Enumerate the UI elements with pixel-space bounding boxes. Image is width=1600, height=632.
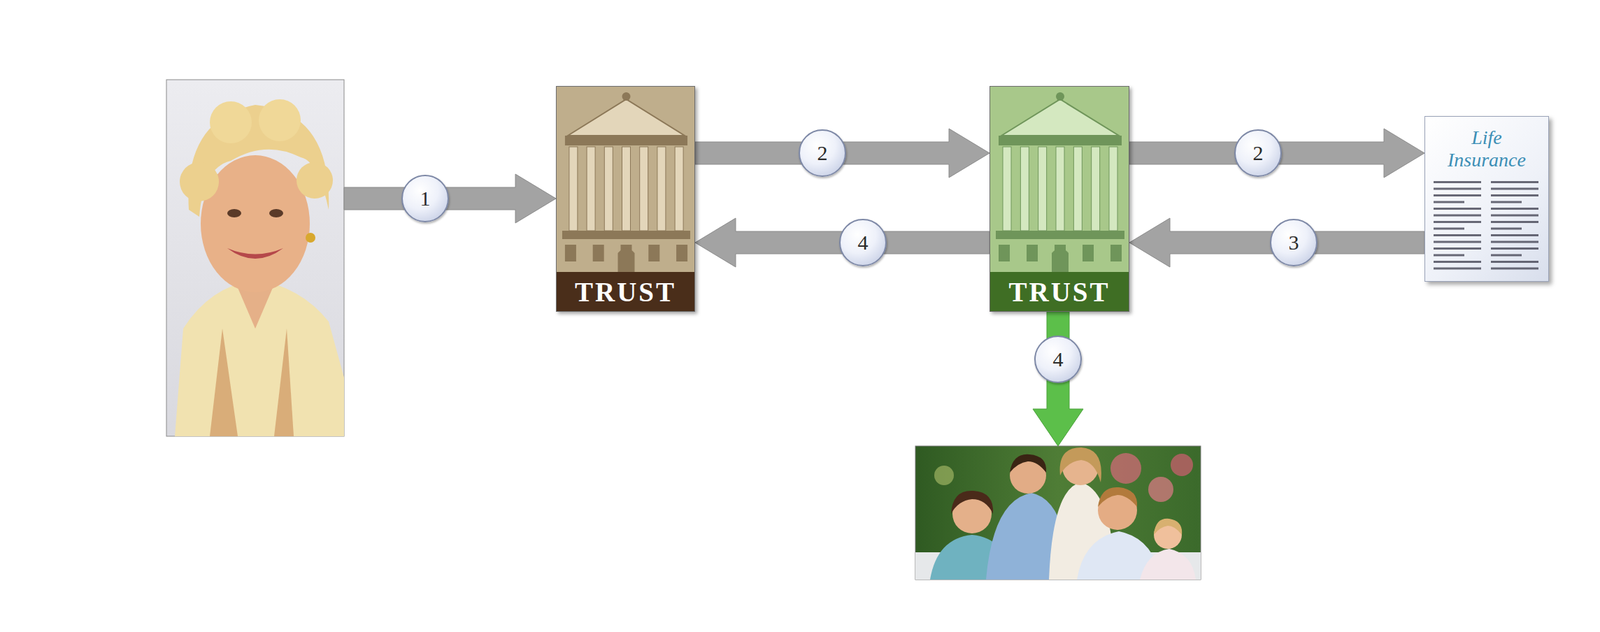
body-line <box>1490 194 1539 197</box>
callout-text: 4 <box>1053 347 1064 372</box>
flow-arrow <box>1129 128 1425 178</box>
body-line <box>1433 227 1465 231</box>
column <box>622 146 631 231</box>
body-line <box>1433 181 1482 184</box>
body-line <box>1490 227 1522 231</box>
trust-box: TRUST <box>555 86 696 312</box>
building-bg <box>990 86 1130 312</box>
column <box>639 146 649 231</box>
column <box>586 146 596 231</box>
window <box>676 244 688 262</box>
column <box>1038 146 1047 231</box>
callout-text: 2 <box>817 141 828 166</box>
column <box>1091 146 1100 231</box>
trust-box: TRUST <box>989 86 1130 312</box>
body-line <box>1433 247 1482 250</box>
body-line <box>1490 220 1539 224</box>
window <box>565 244 577 262</box>
window <box>648 244 660 262</box>
document-title: Life Insurance <box>1437 126 1536 172</box>
body-line <box>1433 241 1482 244</box>
door <box>618 248 635 273</box>
statue <box>622 92 631 101</box>
body-line <box>1490 207 1539 210</box>
body-line <box>1490 214 1539 217</box>
flow-arrow-green <box>1032 311 1084 447</box>
flow-arrow <box>695 128 990 178</box>
column <box>569 146 578 231</box>
callout-text: 1 <box>420 186 431 211</box>
body-line <box>1433 201 1465 204</box>
title-band: TRUST <box>990 272 1129 312</box>
column <box>657 146 666 231</box>
flow-arrow <box>695 218 990 268</box>
trust-label: TRUST <box>574 276 677 308</box>
window <box>1110 244 1122 262</box>
window <box>1026 244 1038 262</box>
body-line <box>1490 247 1539 250</box>
callout-number: 2 <box>1234 129 1282 177</box>
callout-number: 1 <box>401 174 449 223</box>
body-line <box>1433 260 1482 263</box>
family-photo <box>915 446 1201 580</box>
column <box>1109 146 1118 231</box>
body-line <box>1433 254 1465 257</box>
body-line <box>1433 188 1482 191</box>
base <box>995 230 1125 240</box>
column <box>674 146 684 231</box>
body-line <box>1490 201 1522 204</box>
window <box>593 244 605 262</box>
pediment <box>1001 99 1119 136</box>
title-band: TRUST <box>556 272 695 312</box>
callout-number: 4 <box>839 218 887 267</box>
body-line <box>1433 234 1482 237</box>
callout-number: 4 <box>1034 335 1082 384</box>
column <box>1055 146 1065 231</box>
column <box>604 146 613 231</box>
body-line <box>1490 254 1522 257</box>
body-line <box>1490 188 1539 191</box>
window <box>998 244 1010 262</box>
callout-text: 2 <box>1253 141 1264 166</box>
body-line <box>1490 241 1539 244</box>
callout-text: 4 <box>858 230 869 255</box>
flow-arrow <box>1129 218 1425 268</box>
callout-text: 3 <box>1288 230 1300 255</box>
body-line <box>1490 234 1539 237</box>
column <box>1002 146 1012 231</box>
body-line <box>1433 194 1482 197</box>
body-line <box>1490 267 1539 270</box>
body-line <box>1433 207 1482 210</box>
flow-arrow <box>344 174 556 224</box>
statue <box>1055 92 1065 101</box>
callout-number: 2 <box>798 129 847 177</box>
document-box: Life Insurance <box>1424 116 1549 282</box>
entablature <box>998 135 1122 146</box>
woman-photo <box>166 79 345 437</box>
base <box>562 230 691 240</box>
column <box>1073 146 1082 231</box>
body-line <box>1433 220 1482 224</box>
entablature <box>565 135 688 146</box>
body-line <box>1490 260 1539 263</box>
body-line <box>1433 267 1482 270</box>
column <box>1020 146 1029 231</box>
body-line <box>1490 181 1539 184</box>
building-bg <box>556 86 696 312</box>
window <box>1082 244 1094 262</box>
callout-number: 3 <box>1269 218 1318 267</box>
door <box>1051 248 1069 273</box>
pediment <box>567 99 685 136</box>
trust-label: TRUST <box>1008 276 1110 308</box>
body-line <box>1433 214 1482 217</box>
